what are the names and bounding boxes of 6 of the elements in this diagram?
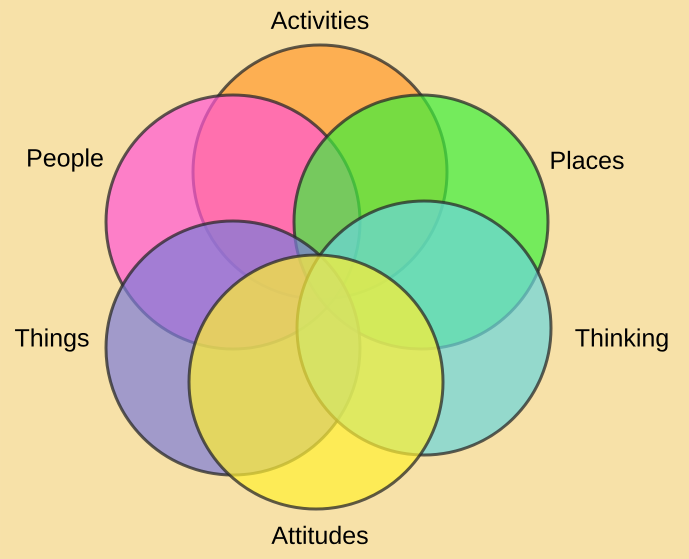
circle-label: People xyxy=(28,148,103,172)
circle-label: Activities xyxy=(270,10,368,30)
circle-label: Attitudes xyxy=(271,526,368,544)
circle-label: Things xyxy=(15,328,89,352)
circle-label: Thinking xyxy=(575,328,668,352)
circle-label: Places xyxy=(552,150,624,170)
